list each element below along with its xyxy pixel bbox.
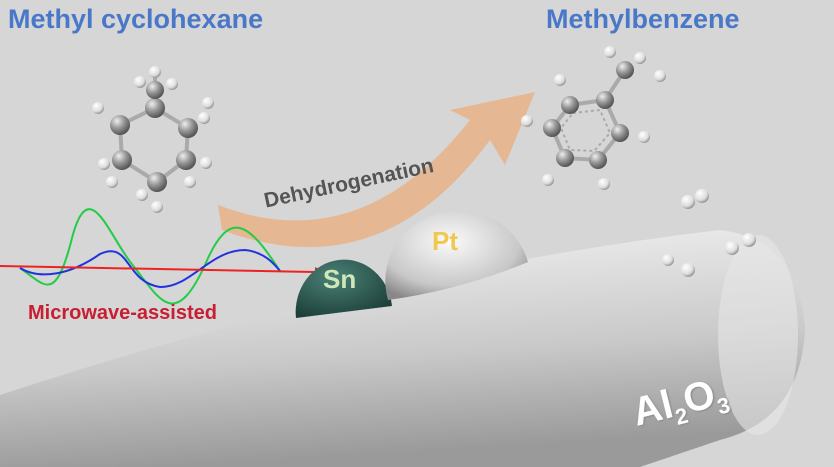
- sn-particle: [295, 259, 392, 318]
- product-label: Methylbenzene: [546, 4, 740, 34]
- reactant-label: Methyl cyclohexane: [8, 4, 264, 34]
- pt-particle: [385, 210, 528, 300]
- rod-end-cap: [718, 235, 798, 435]
- toluene-molecule: [521, 46, 666, 190]
- alumina-support-rod: [0, 230, 805, 467]
- dehydrogenation-arrow: [218, 92, 535, 248]
- hydrogen-molecules: [662, 189, 756, 277]
- pt-label: Pt: [432, 226, 458, 256]
- microwave-label: Microwave-assisted: [28, 302, 217, 324]
- microwave-wave-icon: [0, 208, 325, 305]
- methylcyclohexane-molecule: [92, 66, 214, 213]
- sn-label: Sn: [323, 264, 357, 294]
